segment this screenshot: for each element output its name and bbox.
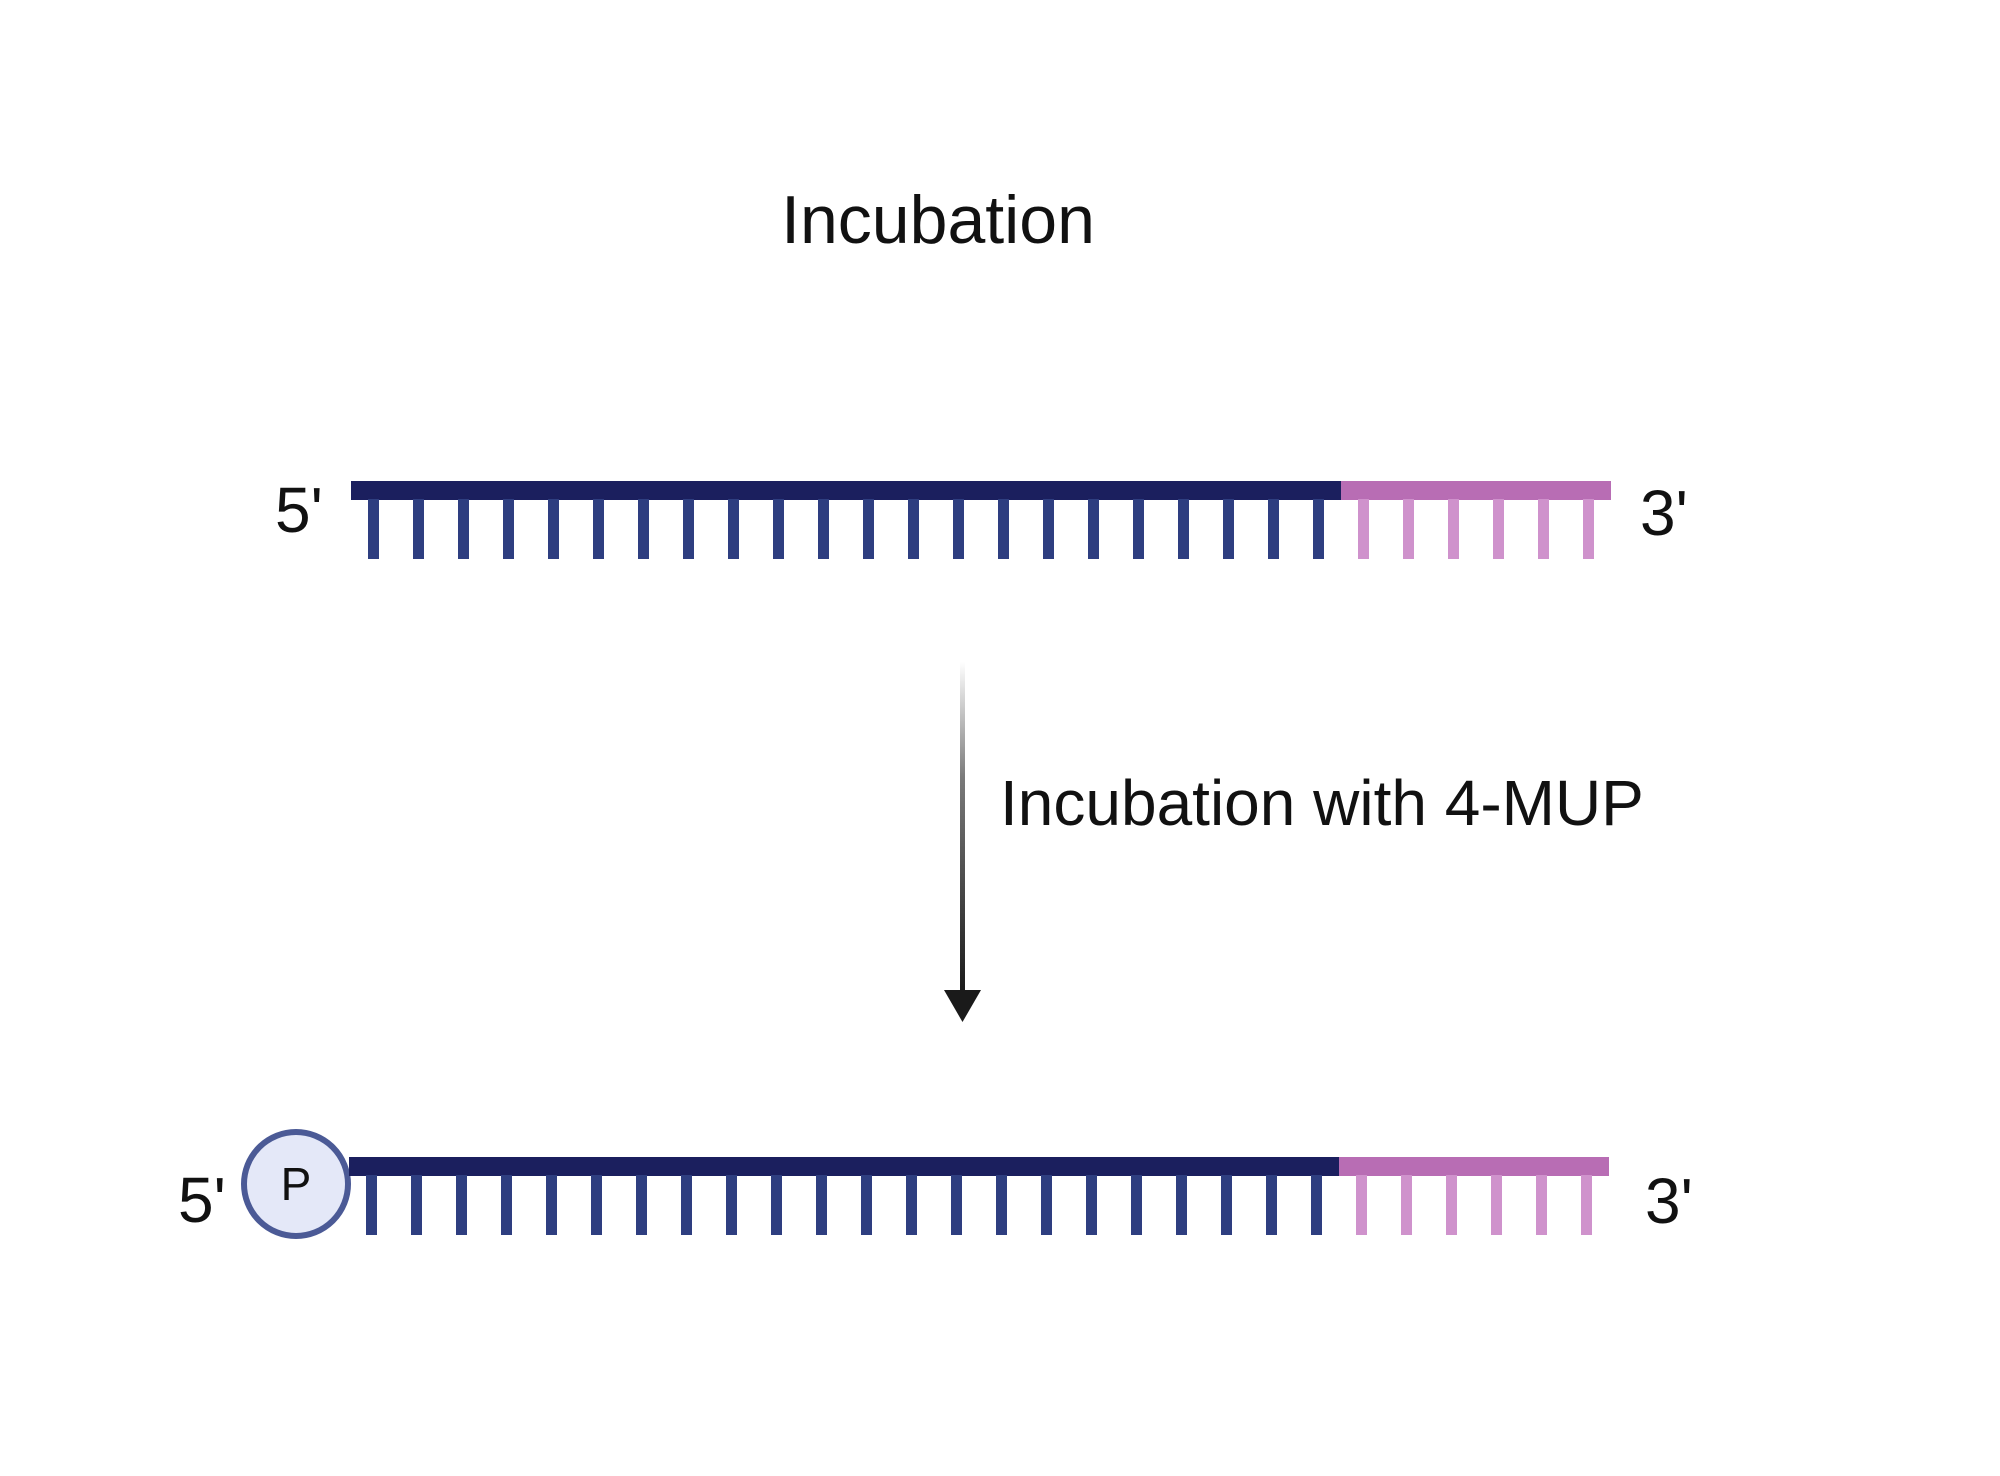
base-main bbox=[1088, 499, 1099, 559]
three-prime-label: 3' bbox=[1640, 477, 1688, 549]
strand-bottom-parts bbox=[349, 1157, 1609, 1235]
base-main bbox=[953, 499, 964, 559]
base-main bbox=[683, 499, 694, 559]
base-main bbox=[411, 1175, 422, 1235]
base-main bbox=[906, 1175, 917, 1235]
base-main bbox=[996, 1175, 1007, 1235]
base-main bbox=[816, 1175, 827, 1235]
base-main bbox=[413, 499, 424, 559]
phosphate-group: P bbox=[241, 1129, 351, 1239]
arrow-shaft bbox=[960, 662, 965, 992]
base-main bbox=[818, 499, 829, 559]
base-main bbox=[863, 499, 874, 559]
arrow-head bbox=[944, 990, 981, 1022]
base-main bbox=[1313, 499, 1324, 559]
arrow-down-icon bbox=[944, 662, 981, 1022]
base-tail bbox=[1403, 499, 1414, 559]
base-main bbox=[1041, 1175, 1052, 1235]
base-main bbox=[908, 499, 919, 559]
base-main bbox=[638, 499, 649, 559]
base-tail bbox=[1401, 1175, 1412, 1235]
base-main bbox=[366, 1175, 377, 1235]
step-label: Incubation with 4-MUP bbox=[1000, 767, 1644, 839]
base-main bbox=[1266, 1175, 1277, 1235]
base-main bbox=[636, 1175, 647, 1235]
base-main bbox=[861, 1175, 872, 1235]
base-main bbox=[1178, 499, 1189, 559]
base-main bbox=[546, 1175, 557, 1235]
phosphate-circle bbox=[241, 1129, 351, 1239]
base-main bbox=[951, 1175, 962, 1235]
base-main bbox=[1221, 1175, 1232, 1235]
base-main bbox=[1131, 1175, 1142, 1235]
base-tail bbox=[1536, 1175, 1547, 1235]
base-tail bbox=[1538, 499, 1549, 559]
five-prime-label: 5' bbox=[178, 1164, 226, 1236]
base-main bbox=[1133, 499, 1144, 559]
three-prime-label: 3' bbox=[1645, 1165, 1693, 1237]
backbone-tail bbox=[1341, 481, 1611, 500]
base-main bbox=[1086, 1175, 1097, 1235]
base-tail bbox=[1446, 1175, 1457, 1235]
dna-strand-bottom: 5' P 3' bbox=[178, 1129, 1693, 1239]
base-main bbox=[593, 499, 604, 559]
base-main bbox=[548, 499, 559, 559]
base-main bbox=[1311, 1175, 1322, 1235]
base-tail bbox=[1358, 499, 1369, 559]
base-main bbox=[681, 1175, 692, 1235]
base-main bbox=[1268, 499, 1279, 559]
base-tail bbox=[1491, 1175, 1502, 1235]
page-title: Incubation bbox=[781, 182, 1095, 258]
base-main bbox=[456, 1175, 467, 1235]
base-main bbox=[1043, 499, 1054, 559]
base-main bbox=[501, 1175, 512, 1235]
base-main bbox=[503, 499, 514, 559]
base-main bbox=[728, 499, 739, 559]
base-tail bbox=[1583, 499, 1594, 559]
strand-top-parts bbox=[351, 481, 1611, 559]
incubation-step: Incubation with 4-MUP bbox=[944, 662, 1644, 1022]
base-tail bbox=[1493, 499, 1504, 559]
dna-strand-top: 5' 3' bbox=[275, 474, 1688, 559]
base-main bbox=[998, 499, 1009, 559]
base-main bbox=[773, 499, 784, 559]
base-tail bbox=[1581, 1175, 1592, 1235]
base-tail bbox=[1356, 1175, 1367, 1235]
base-main bbox=[591, 1175, 602, 1235]
base-main bbox=[368, 499, 379, 559]
five-prime-label: 5' bbox=[275, 474, 323, 546]
phosphate-label: P bbox=[281, 1158, 312, 1210]
base-main bbox=[726, 1175, 737, 1235]
base-main bbox=[458, 499, 469, 559]
base-main bbox=[771, 1175, 782, 1235]
base-tail bbox=[1448, 499, 1459, 559]
base-main bbox=[1223, 499, 1234, 559]
backbone-main bbox=[349, 1157, 1340, 1176]
backbone-tail bbox=[1339, 1157, 1609, 1176]
backbone-main bbox=[351, 481, 1342, 500]
base-main bbox=[1176, 1175, 1187, 1235]
